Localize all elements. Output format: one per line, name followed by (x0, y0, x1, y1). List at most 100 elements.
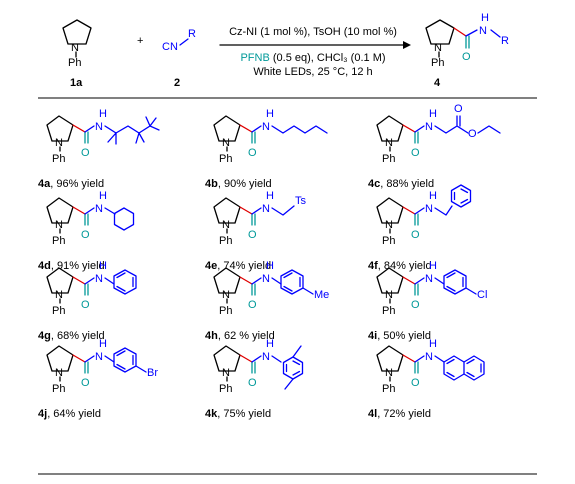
amide-o: O (248, 147, 257, 159)
reactant-isocyanide: CN R 2 (162, 28, 196, 89)
yield-caption-4k: 4k, 75% yield (205, 408, 271, 420)
product-4e: N Ph H N O Ts 4e, 74% yield (205, 190, 307, 272)
ring-ph: Ph (52, 235, 65, 247)
amide-h: H (266, 260, 274, 272)
compound-label-4: 4 (434, 77, 441, 89)
ring-n: N (55, 367, 63, 379)
ring-ph: Ph (219, 235, 232, 247)
amide-o: O (248, 299, 257, 311)
amide-n: N (425, 203, 433, 215)
chlorine-atom: Cl (477, 289, 487, 301)
compound-label-2: 2 (174, 77, 180, 89)
product-atom-n: N (434, 42, 442, 54)
amide-h: H (429, 338, 437, 350)
amide-n: N (95, 121, 103, 133)
product-atom-ph: Ph (431, 57, 444, 69)
amide-n: N (262, 121, 270, 133)
amide-o: O (81, 229, 90, 241)
yield-caption-4d: 4d, 91% yield (38, 260, 105, 272)
amide-n: N (425, 121, 433, 133)
ring-ph: Ph (219, 153, 232, 165)
amide-o: O (81, 147, 90, 159)
methyl-group: Me (314, 289, 329, 301)
product-general: N Ph H N R O 4 (425, 12, 509, 89)
benzyl-ring (450, 184, 472, 208)
product-4j: N Ph H N O Br 4j, 64% yield (38, 338, 158, 420)
amide-h: H (99, 108, 107, 120)
product-4k: N Ph H N O 4k, 75% yield (205, 338, 304, 420)
amide-o: O (248, 377, 257, 389)
amide-o: O (248, 229, 257, 241)
yield-caption-4j: 4j, 64% yield (38, 408, 101, 420)
amide-h: H (266, 190, 274, 202)
product-atom-o: O (462, 51, 471, 63)
amide-n: N (262, 273, 270, 285)
amide-h: H (429, 108, 437, 120)
n-aryl-bond (434, 355, 445, 363)
amide-n: N (425, 273, 433, 285)
phenyl-ring (113, 269, 137, 295)
substituent-ethyl-glycinate (434, 115, 501, 134)
amide-o: O (81, 377, 90, 389)
naphthyl-ring (443, 355, 485, 381)
ring-ph: Ph (382, 305, 395, 317)
atom-ph: Ph (68, 57, 81, 69)
ring-ph: Ph (382, 383, 395, 395)
amide-h: H (99, 190, 107, 202)
compound-label-1a: 1a (70, 77, 83, 89)
amide-o: O (411, 229, 420, 241)
conditions-line-1: Cz-NI (1 mol %), TsOH (10 mol %) (229, 26, 397, 38)
n-cyclohexyl-bond (104, 207, 116, 215)
atom-n: N (71, 42, 79, 54)
amide-n: N (95, 273, 103, 285)
product-ring (425, 19, 455, 45)
plus-sign: + (137, 35, 143, 47)
amide-h: H (429, 190, 437, 202)
conditions-line-3: White LEDs, 25 °C, 12 h (253, 66, 372, 78)
chlorophenyl-ring (443, 269, 467, 295)
ring-n: N (222, 137, 230, 149)
para-methyl-bond (302, 287, 314, 295)
reactant-pyrrolidine: N Ph 1a (62, 19, 92, 89)
amide-h: H (266, 338, 274, 350)
product-4h: N Ph H N O Me 4h, 62 % yield (205, 260, 329, 342)
yield-caption-4b: 4b, 90% yield (205, 178, 272, 190)
amide-o: O (411, 299, 420, 311)
tosyl-group: Ts (295, 195, 307, 207)
product-4a: N Ph H N O 4a, 96% yield (38, 108, 160, 190)
para-chloro-bond (465, 287, 477, 295)
ortho-methyl-bonds (284, 345, 302, 390)
n-aryl-bond (271, 355, 282, 363)
conditions-line-2: PFNB (0.5 eq), CHCl₃ (0.1 M) (240, 52, 385, 64)
product-atom-h: H (481, 12, 489, 24)
amide-n: N (262, 351, 270, 363)
product-4c: N Ph H N O O O 4c, 88% yield (368, 103, 501, 190)
amide-n: N (425, 351, 433, 363)
reaction-arrow (219, 41, 411, 49)
substituent-tosylmethyl (271, 205, 295, 216)
cyclohexyl-ring (113, 207, 135, 231)
amide-n: N (95, 203, 103, 215)
yield-caption-4f: 4f, 84% yield (368, 260, 432, 272)
ring-n: N (55, 219, 63, 231)
amide-h: H (429, 260, 437, 272)
ester-alkoxy-o: O (468, 128, 477, 140)
arrow-head (403, 41, 411, 49)
n-aryl-bond (104, 355, 115, 363)
yield-caption-4a: 4a, 96% yield (38, 178, 104, 190)
bromophenyl-ring (113, 347, 137, 373)
yield-caption-4g: 4g, 68% yield (38, 330, 105, 342)
product-atom-nr: N (479, 25, 487, 37)
isocyanide-r: R (188, 28, 196, 40)
yield-caption-4c: 4c, 88% yield (368, 178, 434, 190)
bromine-atom: Br (147, 367, 158, 379)
ring-ph: Ph (382, 153, 395, 165)
ring-ph: Ph (219, 383, 232, 395)
amide-h: H (266, 108, 274, 120)
xylyl-ring (282, 356, 304, 380)
amide-o: O (81, 299, 90, 311)
ring-ph: Ph (382, 235, 395, 247)
product-4l: N Ph H N O 4l, 72% yield (368, 338, 485, 420)
ring-n: N (385, 137, 393, 149)
